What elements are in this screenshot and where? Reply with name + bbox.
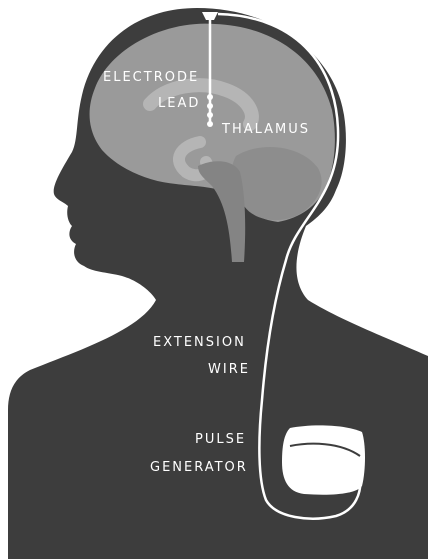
label-pulse: PULSE — [195, 432, 246, 447]
label-extension: EXTENSION — [153, 335, 246, 350]
label-wire: WIRE — [208, 362, 250, 377]
label-lead: LEAD — [158, 96, 200, 111]
electrode-contact — [207, 103, 213, 109]
label-electrode: ELECTRODE — [103, 70, 199, 85]
label-generator: GENERATOR — [150, 460, 248, 475]
electrode-contact — [207, 94, 213, 100]
label-thalamus: THALAMUS — [221, 122, 310, 137]
electrode-contact — [207, 121, 213, 127]
pulse-generator-device — [282, 425, 365, 494]
electrode-contact — [207, 112, 213, 118]
